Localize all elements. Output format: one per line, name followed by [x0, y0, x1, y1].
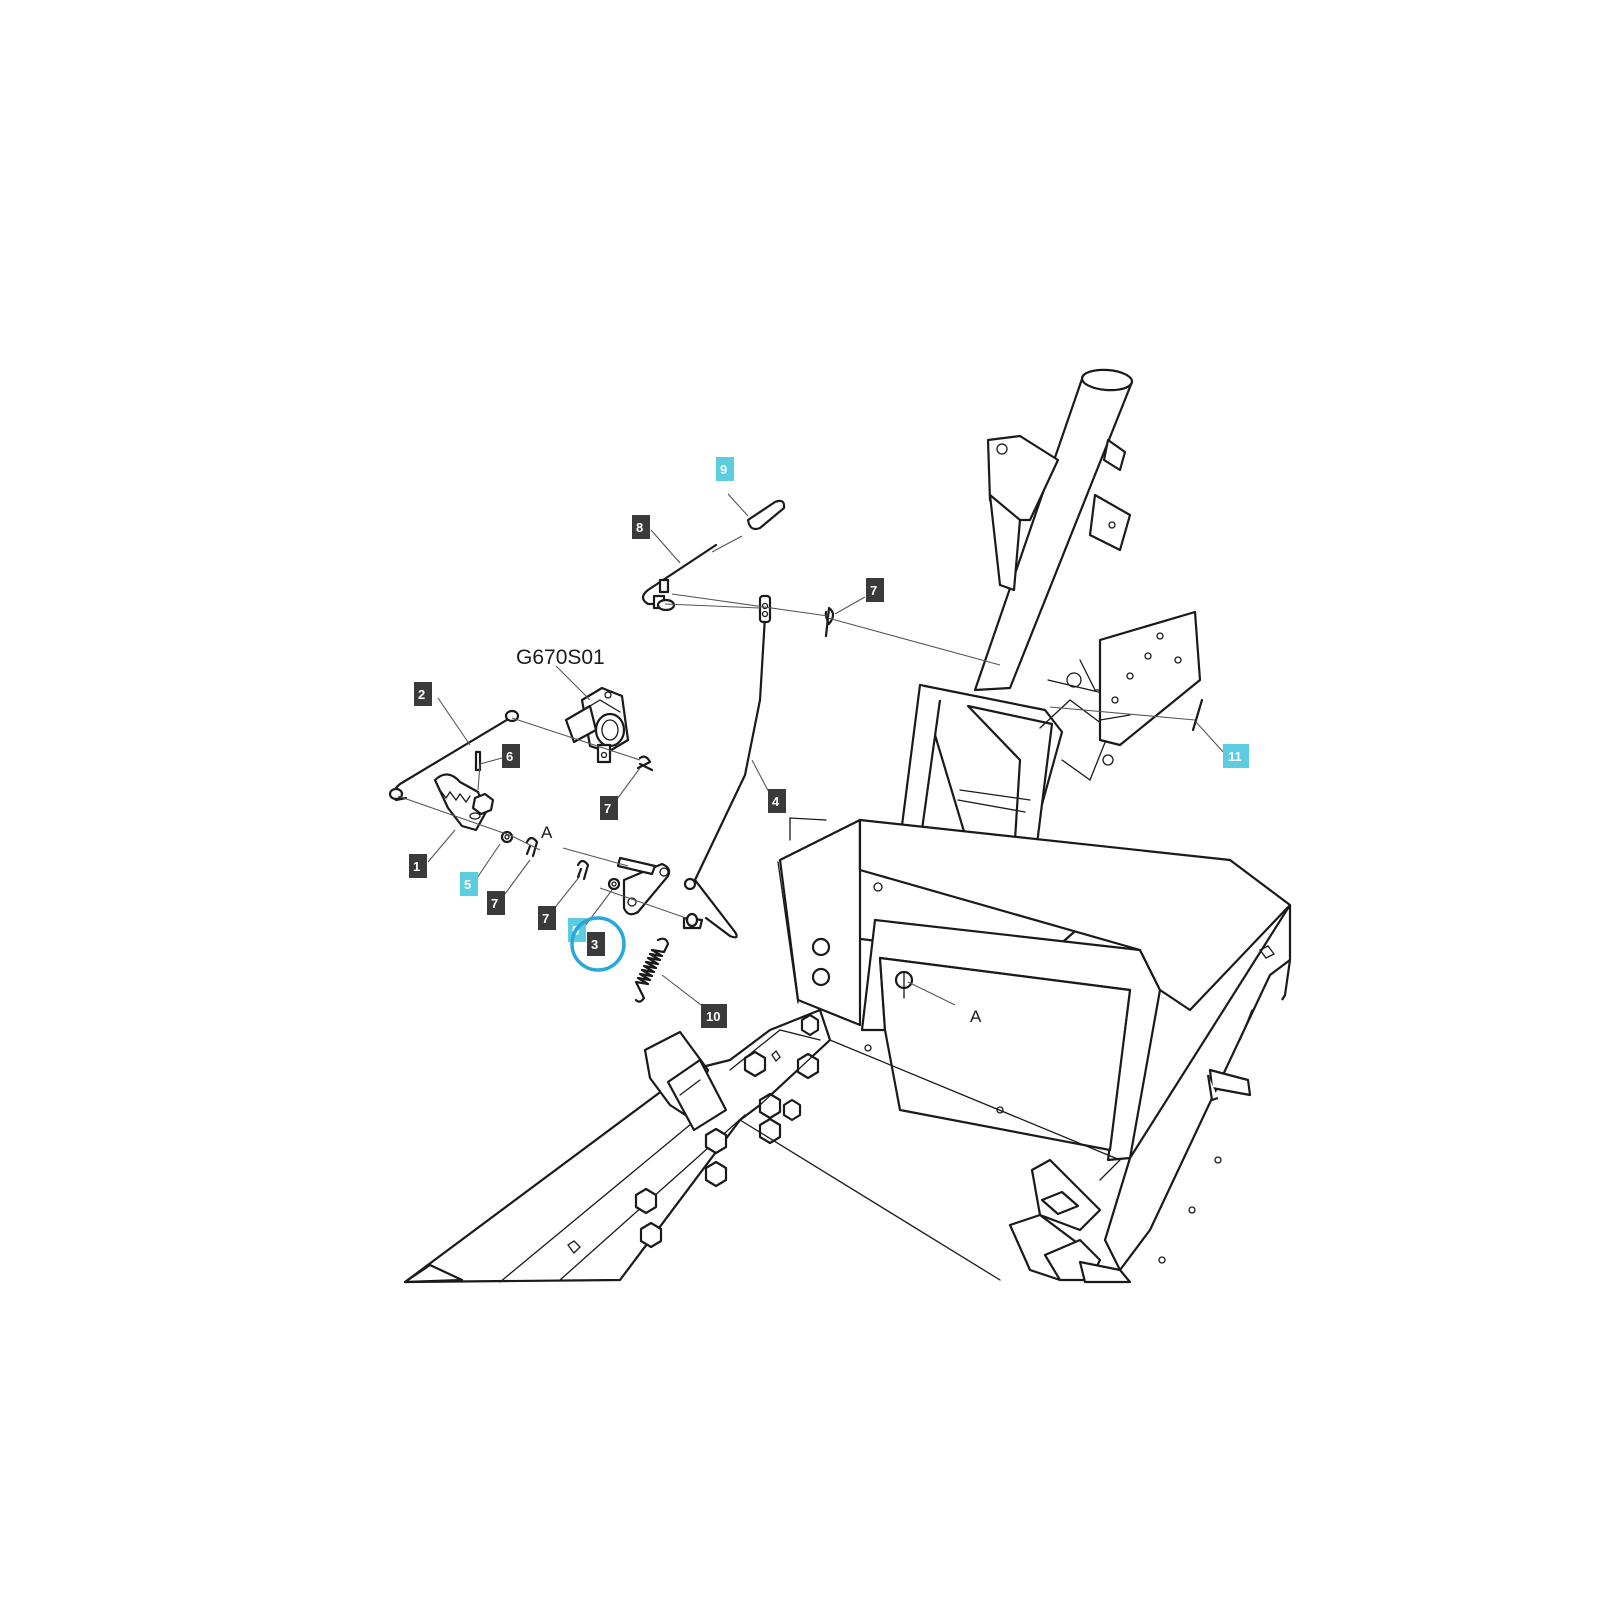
callout-10[interactable]: 10 [701, 1004, 727, 1028]
clip-7d [576, 859, 590, 881]
bracket-1 [433, 773, 488, 832]
highlight-ring [570, 916, 626, 972]
reference-letter-right: A [970, 1007, 982, 1026]
svg-text:9: 9 [720, 462, 727, 477]
svg-text:8: 8 [636, 520, 643, 535]
callout-7-mid[interactable]: 7 [600, 796, 618, 820]
control-rod-4 [693, 598, 768, 939]
callout-4[interactable]: 4 [768, 789, 786, 813]
svg-text:3: 3 [591, 937, 598, 952]
clip-7c [525, 836, 539, 858]
callout-11[interactable]: 11 [1223, 744, 1249, 768]
callout-8[interactable]: 8 [632, 515, 650, 539]
clip-7a [824, 606, 835, 638]
svg-text:6: 6 [506, 749, 513, 764]
callout-1[interactable]: 1 [409, 854, 427, 878]
svg-text:7: 7 [491, 896, 498, 911]
pin-11 [1191, 698, 1204, 732]
callout-9[interactable]: 9 [716, 457, 734, 481]
callout-6[interactable]: 6 [502, 744, 520, 768]
callout-2[interactable]: 2 [414, 682, 432, 706]
callout-7-center[interactable]: 7 [538, 906, 556, 930]
assembly-code-label: G670S01 [516, 646, 605, 669]
svg-text:2: 2 [418, 687, 425, 702]
svg-text:7: 7 [542, 911, 549, 926]
svg-text:7: 7 [604, 801, 611, 816]
knob-9 [746, 499, 786, 531]
svg-text:4: 4 [772, 794, 780, 809]
reference-letter-left: A [541, 823, 553, 842]
callout-7-top[interactable]: 7 [866, 578, 884, 602]
callout-3[interactable]: 3 [587, 932, 605, 956]
linkage-parts [388, 499, 1204, 1003]
svg-text:1: 1 [413, 859, 420, 874]
frame-box [777, 817, 1292, 1162]
lever-rod-8 [641, 543, 718, 606]
svg-text:5: 5 [464, 877, 471, 892]
clip-7b [636, 755, 654, 772]
callout-7-left[interactable]: 7 [487, 891, 505, 915]
steering-column [973, 368, 1134, 692]
spring-10 [634, 937, 670, 1003]
svg-text:10: 10 [706, 1009, 720, 1024]
svg-text:7: 7 [870, 583, 877, 598]
chassis-rails [403, 610, 1292, 1284]
pivot-bracket-3 [622, 862, 671, 916]
callout-5-left[interactable]: 5 [460, 872, 478, 896]
svg-text:11: 11 [1228, 749, 1242, 764]
